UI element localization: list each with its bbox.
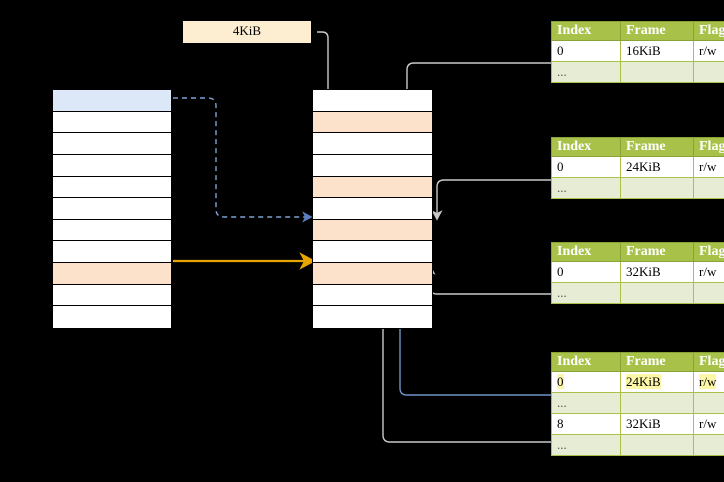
connector-virtual-to-physical-dashed (173, 97, 313, 223)
cell-frame: 24KiB (620, 371, 694, 393)
table-row: 0 24KiB r/w (551, 371, 724, 393)
column-header-index: Index (551, 352, 621, 372)
cell-flags (693, 434, 724, 456)
highlighted-value: 24KiB (626, 374, 661, 389)
cell-flags: r/w (693, 413, 724, 435)
virtual-address-space-row-6 (53, 219, 171, 242)
cell-flags: r/w (693, 156, 724, 178)
cell-flags: r/w (693, 371, 724, 393)
cell-frame (620, 434, 694, 456)
physical-address-space-row-0 (313, 90, 432, 112)
virtual-address-space-column (52, 89, 172, 329)
cell-frame (620, 61, 694, 83)
physical-address-space-row-5 (313, 198, 432, 220)
virtual-address-space-row-8 (53, 263, 171, 285)
physical-address-space-row-10 (313, 306, 432, 328)
virtual-address-space-row-0 (53, 90, 171, 112)
table-row: ... (551, 392, 724, 414)
physical-address-space-row-6 (313, 219, 432, 242)
virtual-address-space-row-9 (53, 284, 171, 307)
table-header-row: IndexFrameFlags (551, 352, 724, 372)
physical-address-space-row-7 (313, 241, 432, 263)
cell-index: ... (551, 434, 621, 456)
column-header-flags: Flags (693, 137, 724, 157)
virtual-address-space-row-10 (53, 306, 171, 328)
column-header-index: Index (551, 21, 621, 41)
virtual-address-space-row-3 (53, 154, 171, 177)
cell-frame: 32KiB (620, 413, 694, 435)
page-table-level-1: IndexFrameFlags016KiBr/w... (551, 21, 724, 83)
highlighted-value: r/w (699, 374, 717, 389)
cell-frame (620, 392, 694, 414)
cell-index: 0 (551, 261, 621, 283)
column-header-frame: Frame (620, 242, 694, 262)
column-header-flags: Flags (693, 242, 724, 262)
cell-flags: r/w (693, 261, 724, 283)
column-header-index: Index (551, 242, 621, 262)
physical-address-space-column (312, 89, 433, 329)
cell-index: 0 (551, 40, 621, 62)
cell-flags (693, 61, 724, 83)
cell-frame: 32KiB (620, 261, 694, 283)
table-header-row: IndexFrameFlags (551, 21, 724, 41)
virtual-address-space-row-5 (53, 198, 171, 220)
page-table-level-3: IndexFrameFlags032KiBr/w... (551, 242, 724, 304)
table-row: ... (551, 434, 724, 456)
physical-address-space-row-9 (313, 284, 432, 307)
table-header-row: IndexFrameFlags (551, 137, 724, 157)
cell-index: 0 (551, 156, 621, 178)
column-header-frame: Frame (620, 21, 694, 41)
physical-address-space-row-8 (313, 263, 432, 285)
column-header-index: Index (551, 137, 621, 157)
virtual-address-space-row-4 (53, 176, 171, 199)
cell-frame: 24KiB (620, 156, 694, 178)
table-row: ... (551, 177, 724, 199)
physical-address-space-row-3 (313, 154, 432, 177)
table-header-row: IndexFrameFlags (551, 242, 724, 262)
column-header-flags: Flags (693, 21, 724, 41)
cell-index: 8 (551, 413, 621, 435)
virtual-address-space-row-2 (53, 133, 171, 155)
cell-frame (620, 177, 694, 199)
cell-flags (693, 392, 724, 414)
cell-frame (620, 282, 694, 304)
page-table-level-2: IndexFrameFlags024KiBr/w... (551, 137, 724, 199)
highlighted-value: 0 (557, 374, 564, 389)
connector-pt3-to-physical (424, 264, 551, 295)
cell-index: ... (551, 61, 621, 83)
cell-frame: 16KiB (620, 40, 694, 62)
column-header-frame: Frame (620, 352, 694, 372)
connector-pt2-to-physical (431, 179, 551, 221)
cell-index: ... (551, 392, 621, 414)
page-size-label: 4KiB (183, 21, 311, 43)
cell-flags: r/w (693, 40, 724, 62)
cell-flags (693, 177, 724, 199)
table-row: ... (551, 61, 724, 83)
cell-index: ... (551, 177, 621, 199)
cell-flags (693, 282, 724, 304)
table-row: ... (551, 282, 724, 304)
virtual-address-space-row-1 (53, 111, 171, 134)
physical-address-space-row-2 (313, 133, 432, 155)
cell-index: 0 (551, 371, 621, 393)
column-header-frame: Frame (620, 137, 694, 157)
virtual-address-space-row-7 (53, 241, 171, 263)
column-header-flags: Flags (693, 352, 724, 372)
physical-address-space-row-4 (313, 176, 432, 199)
page-table-level-4: IndexFrameFlags024KiBr/w...832KiBr/w... (551, 352, 724, 456)
physical-address-space-row-1 (313, 111, 432, 134)
cell-index: ... (551, 282, 621, 304)
page-size-label-text: 4KiB (232, 23, 262, 38)
